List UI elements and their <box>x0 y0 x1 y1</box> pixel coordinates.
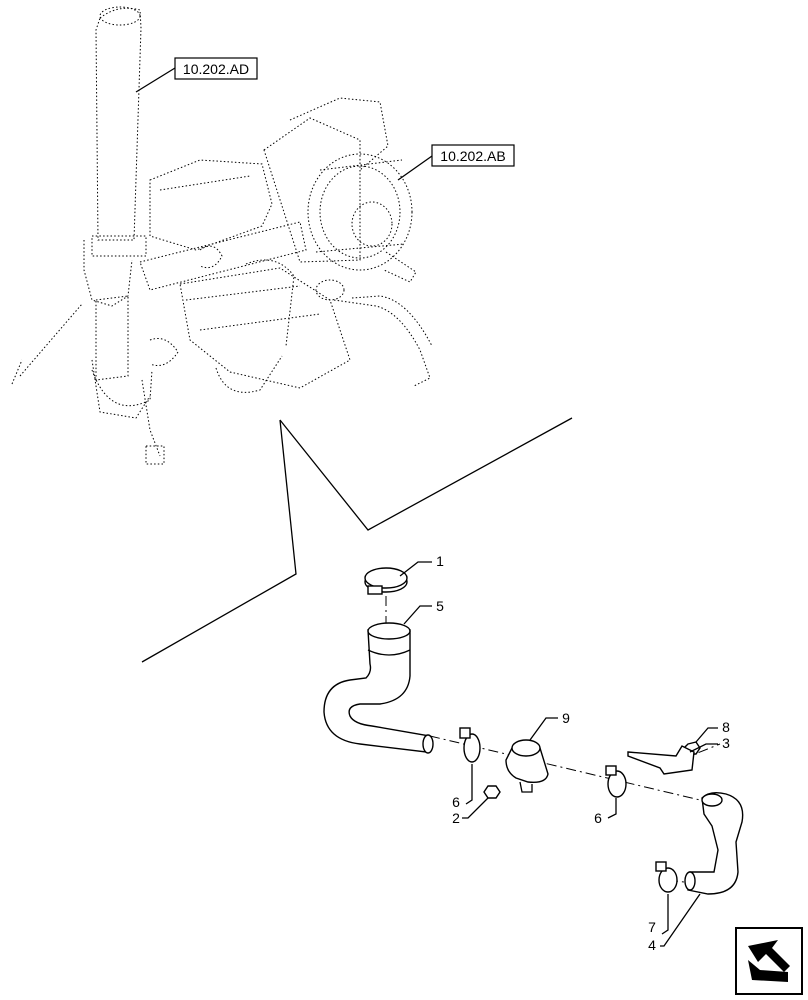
part-2-nut[interactable] <box>483 785 501 799</box>
air-filter-housing <box>263 97 417 283</box>
callout-3[interactable]: 3 <box>689 735 730 753</box>
callout-5[interactable]: 5 <box>403 598 444 625</box>
part-5-elbow-hose[interactable] <box>323 622 434 754</box>
engine-context-assembly: 10.202.AD 10.202.AB <box>11 6 515 465</box>
callout-number-3: 3 <box>722 735 730 751</box>
callout-number-7: 7 <box>648 919 656 935</box>
callout-4[interactable]: 4 <box>648 893 701 953</box>
detail-leader-lines <box>141 417 573 663</box>
part-3-bracket[interactable] <box>627 745 695 775</box>
callout-6-left[interactable]: 6 <box>452 764 473 810</box>
engine-manifold <box>11 259 433 465</box>
callout-6-right[interactable]: 6 <box>594 798 617 826</box>
callout-number-6-left: 6 <box>452 794 460 810</box>
exploded-parts: 1 5 9 6 2 6 8 3 <box>323 553 744 953</box>
part-1-hose-clamp[interactable] <box>364 567 408 595</box>
callout-number-6-right: 6 <box>594 810 602 826</box>
callout-9[interactable]: 9 <box>529 710 570 741</box>
exhaust-aftertreatment <box>91 159 307 419</box>
reference-box-exhaust[interactable]: 10.202.AD <box>135 57 258 93</box>
next-page-arrow-icon[interactable] <box>735 927 803 995</box>
callout-number-4: 4 <box>648 937 656 953</box>
callout-number-8: 8 <box>722 719 730 735</box>
callout-7[interactable]: 7 <box>648 894 669 935</box>
reference-box-air-filter[interactable]: 10.202.AB <box>397 144 515 181</box>
callout-1[interactable]: 1 <box>399 553 444 577</box>
part-7-clamp[interactable] <box>655 861 678 893</box>
part-4-formed-hose[interactable] <box>684 791 744 895</box>
callout-number-1: 1 <box>436 553 444 569</box>
callout-number-9: 9 <box>562 710 570 726</box>
callout-2[interactable]: 2 <box>452 797 489 826</box>
part-6-clamp-right[interactable] <box>605 765 627 798</box>
callout-number-2: 2 <box>452 810 460 826</box>
callout-8[interactable]: 8 <box>695 719 730 743</box>
reference-label-exhaust: 10.202.AD <box>183 61 249 77</box>
exhaust-stack <box>83 6 147 307</box>
callout-number-5: 5 <box>436 598 444 614</box>
part-9-canister[interactable] <box>505 739 549 793</box>
reference-label-air-filter: 10.202.AB <box>440 148 505 164</box>
part-6-clamp-left[interactable] <box>459 727 481 763</box>
